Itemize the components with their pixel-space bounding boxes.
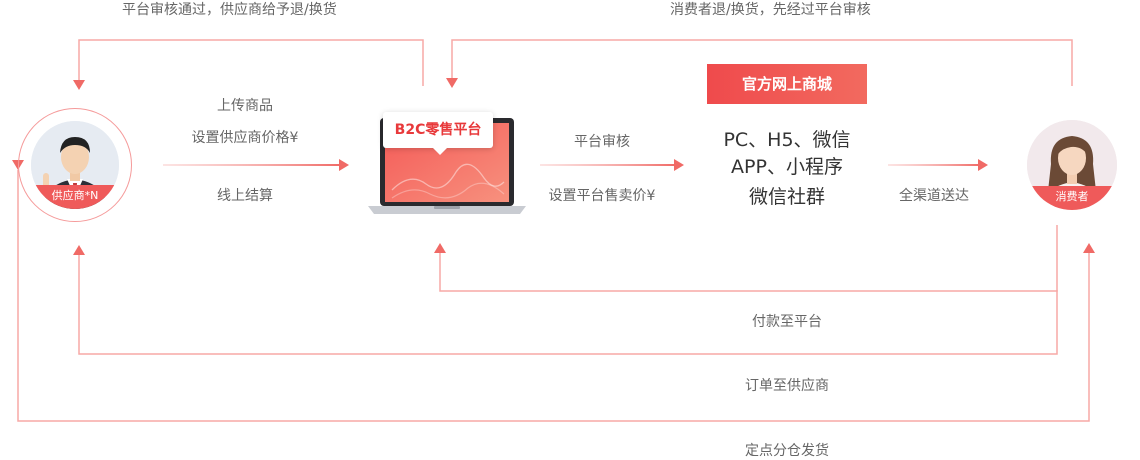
return-arrow-down-icon [73,80,85,90]
order-arrow-up-icon [73,245,85,255]
label-ship-from-location: 定点分仓发货 [745,443,829,459]
shipping-arrow-up-icon [1083,243,1095,253]
platform-bubble: B2C零售平台 [383,112,493,155]
label-order-to-supplier: 订单至供应商 [745,378,829,394]
consumer-avatar: 消费者 [1027,120,1117,210]
supplier-badge: 供应商*N [31,185,119,209]
order-loop [78,254,1058,355]
shipping-loop [17,170,1090,422]
channel-line-3: 微信社群 [748,186,826,208]
channel-line-1: PC、H5、微信 [723,129,851,151]
label-online-settlement: 线上结算 [217,188,273,204]
return-arrow-down-icon-2 [446,78,458,88]
return-loop-to-platform [451,39,1073,86]
payment-loop [439,225,1058,292]
consumer-node: 消费者 [1027,120,1117,210]
arrow-platform-to-mall [540,164,676,166]
label-set-retail-price: 设置平台售卖价¥ [548,188,656,204]
label-platform-review: 平台审核 [574,134,630,150]
arrow-mall-to-consumer [888,164,980,166]
return-loop-to-supplier [78,39,424,86]
supplier-node: 供应商*N [18,108,132,222]
label-pay-to-platform: 付款至平台 [752,314,822,330]
label-all-channel-delivery: 全渠道送达 [899,188,969,204]
consumer-badge: 消费者 [1027,186,1117,210]
channel-line-2: APP、小程序 [731,156,843,178]
supplier-avatar: 供应商*N [31,121,119,209]
label-set-supply-price: 设置供应商价格¥ [191,130,299,146]
payment-arrow-up-icon [434,243,446,253]
mall-banner: 官方网上商城 [707,64,867,104]
arrow-right-icon-1 [339,159,349,171]
label-upload-products: 上传商品 [217,98,273,114]
arrow-right-icon-2 [674,159,684,171]
arrow-right-icon-3 [978,159,988,171]
caption-top-left: 平台审核通过，供应商给予退/换货 [122,2,337,18]
arrow-supplier-to-platform [163,164,341,166]
caption-top-right: 消费者退/换货，先经过平台审核 [670,2,871,18]
